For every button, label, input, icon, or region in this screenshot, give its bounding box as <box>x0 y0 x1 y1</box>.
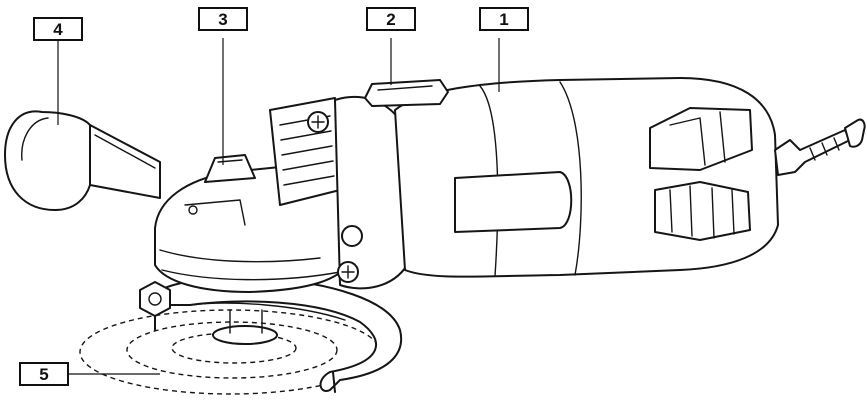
callout-5-label: 5 <box>39 365 48 384</box>
callout-3: 3 <box>198 7 248 31</box>
rear-vents <box>649 107 753 241</box>
head-vents <box>269 97 341 206</box>
leader-lines <box>57 38 500 375</box>
body-flange <box>307 95 411 290</box>
on-off-switch <box>364 79 449 107</box>
callout-1-label: 1 <box>499 10 508 29</box>
spindle-lock-button <box>204 154 256 183</box>
motor-housing <box>394 77 779 278</box>
callout-2: 2 <box>366 7 416 31</box>
callout-4: 4 <box>33 17 83 41</box>
callout-5: 5 <box>19 362 69 386</box>
side-handle <box>4 110 161 211</box>
callout-3-label: 3 <box>218 10 227 29</box>
guard-clamp <box>139 281 171 331</box>
callout-4-label: 4 <box>53 20 63 39</box>
spindle-flange <box>212 309 278 345</box>
callout-1: 1 <box>479 7 529 31</box>
cord-guard <box>774 118 866 176</box>
callout-2-label: 2 <box>386 10 395 29</box>
